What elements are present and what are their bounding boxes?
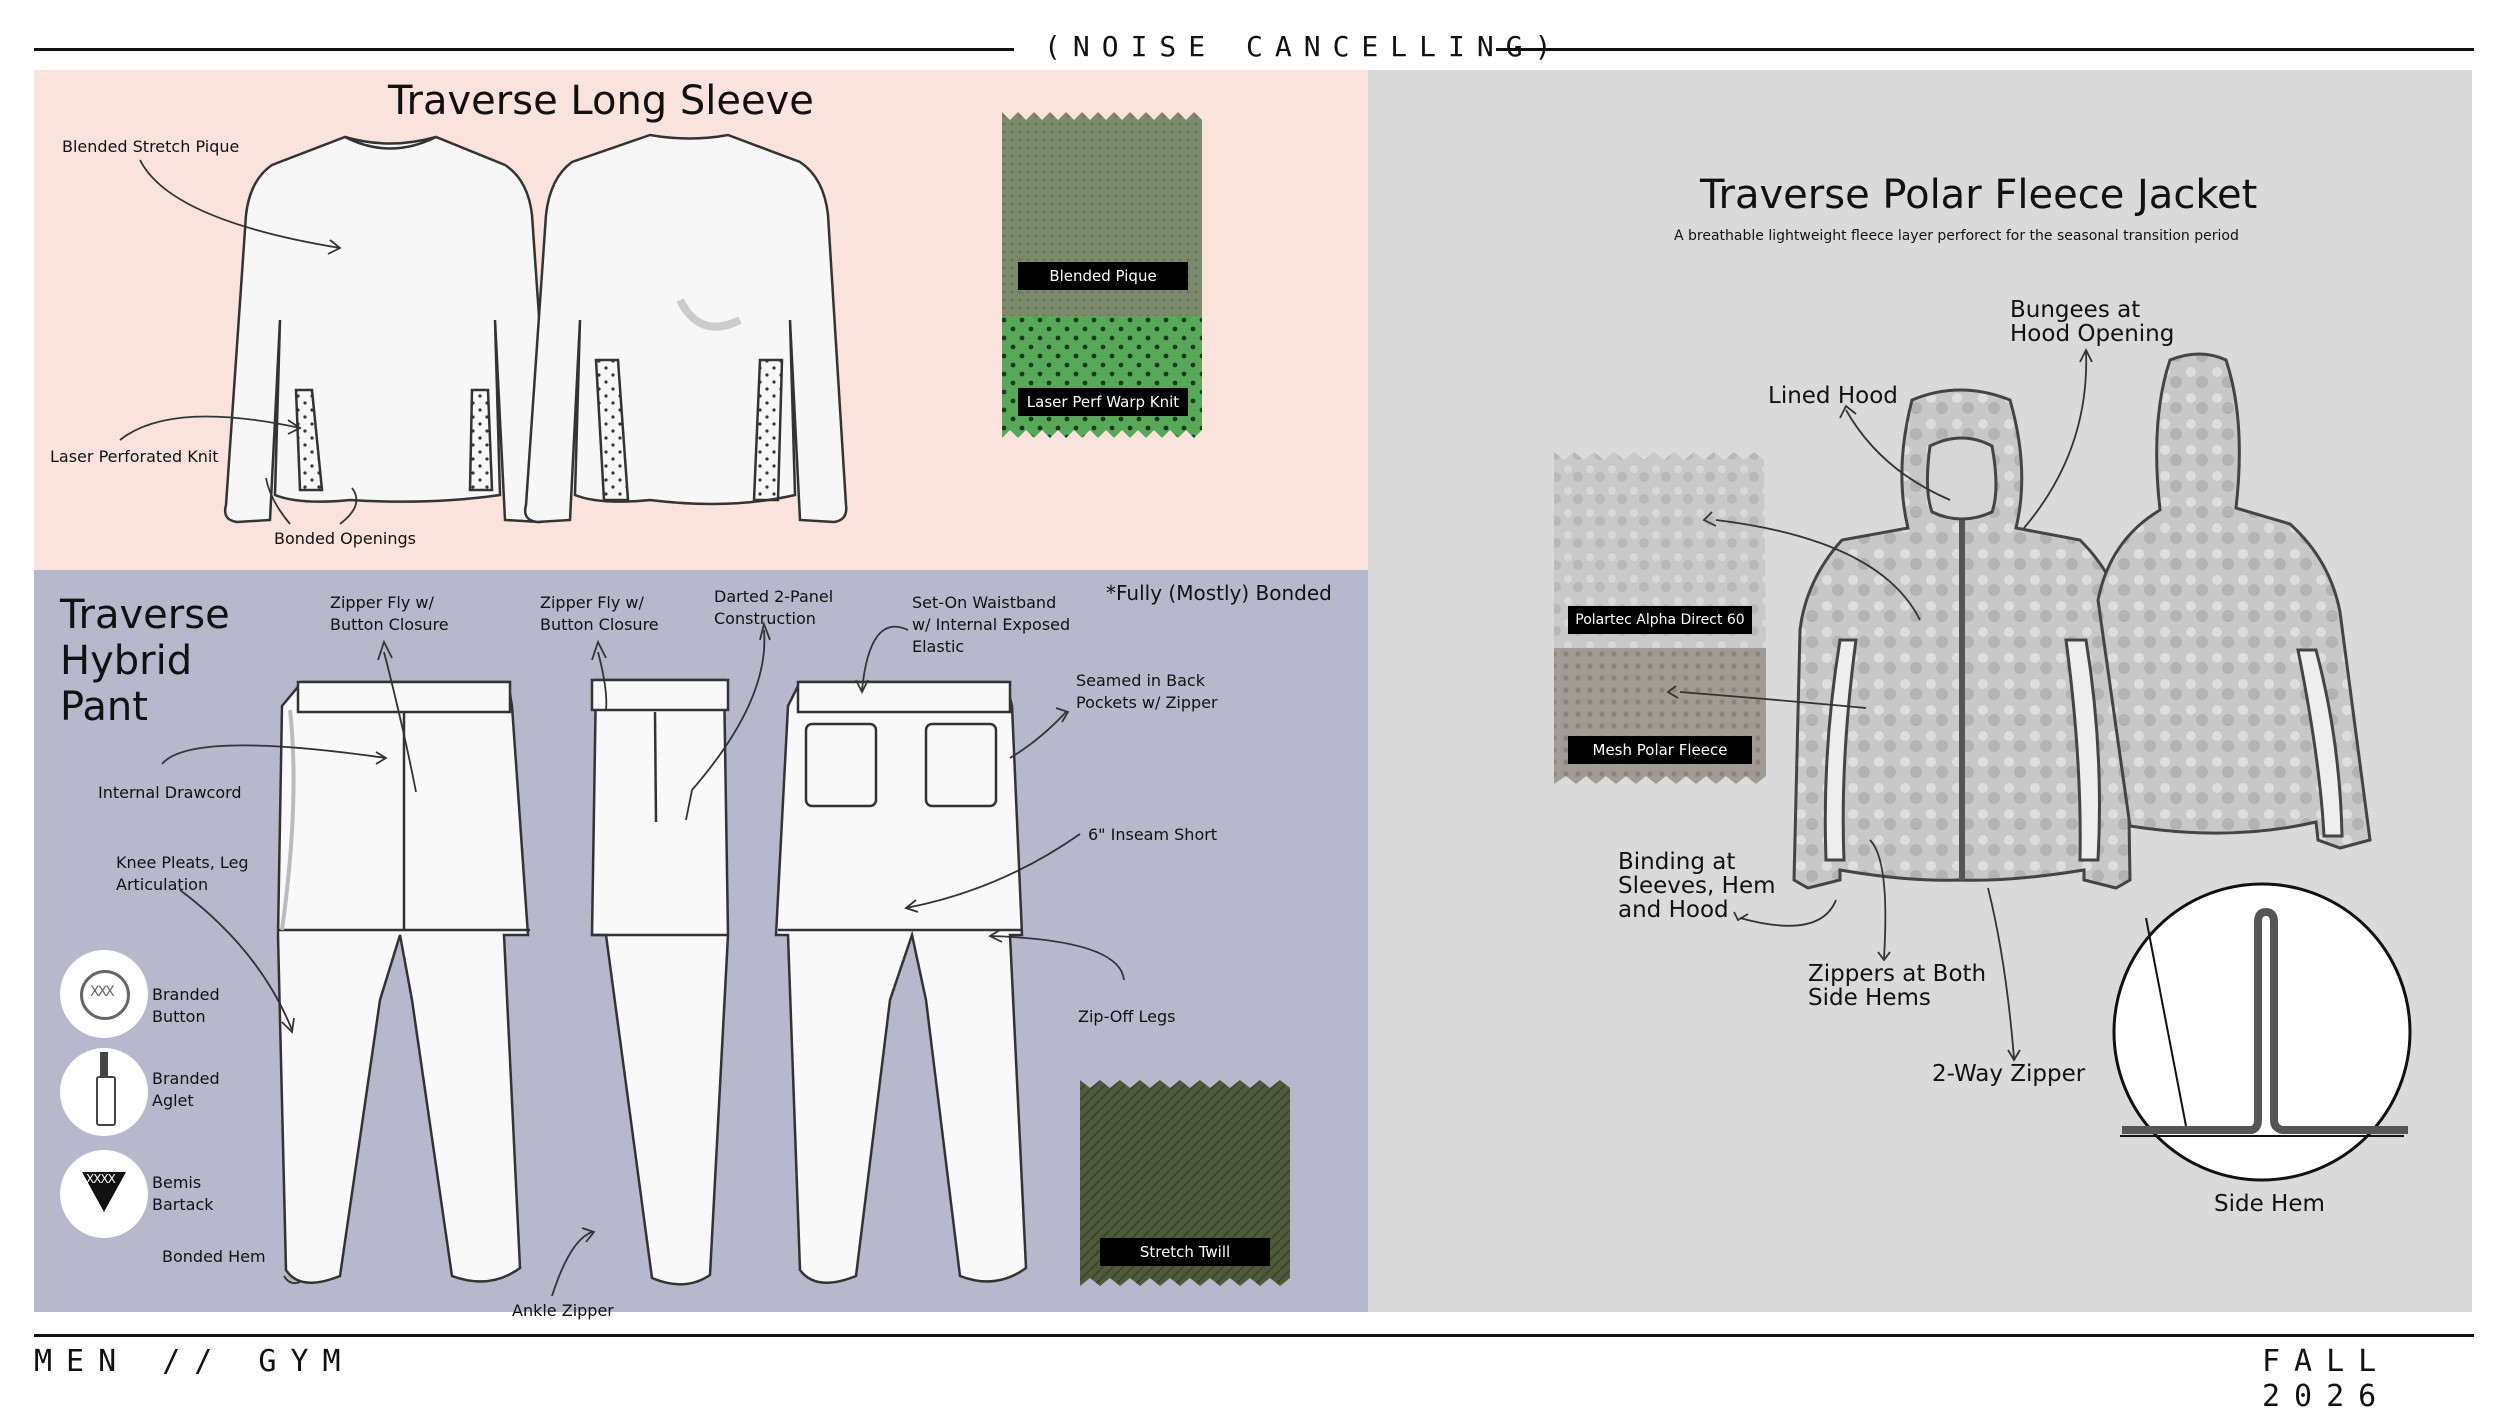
swatch-tag-polartec: Polartec Alpha Direct 60 (1568, 606, 1752, 634)
trim-label-aglet: Branded Aglet (152, 1069, 220, 1110)
side-hem-detail (2112, 882, 2412, 1182)
header-rule-right (1496, 48, 2474, 51)
pant-title-line3: Pant (60, 684, 148, 730)
callout-bonded-openings: Bonded Openings (274, 529, 416, 548)
callout-side-hem: Side Hem (2214, 1191, 2325, 1217)
jacket-back (2096, 352, 2372, 850)
branded-button-icon: XXX (60, 950, 148, 1038)
callout-internal-drawcord: Internal Drawcord (98, 783, 242, 802)
long-sleeve-title: Traverse Long Sleeve (388, 78, 814, 124)
callout-laser-knit: Laser Perforated Knit (50, 447, 219, 466)
swatch-tag-laser-perf: Laser Perf Warp Knit (1018, 388, 1188, 416)
swatch-laser-perf (1002, 316, 1202, 438)
callout-knee-pleats: Knee Pleats, Leg Articulation (116, 853, 249, 894)
callout-zippers-hems: Zippers at Both Side Hems (1808, 961, 1987, 1011)
callout-zip-off: Zip-Off Legs (1078, 1007, 1176, 1026)
long-sleeve-back (523, 133, 848, 524)
jacket-subtitle: A breathable lightweight fleece layer pe… (1674, 228, 2239, 244)
trim-label-bartack: Bemis Bartack (152, 1173, 214, 1214)
pant-title-line1: Traverse (60, 592, 230, 638)
callout-bonded-hem: Bonded Hem (162, 1247, 266, 1266)
callout-two-way-zipper: 2-Way Zipper (1932, 1061, 2086, 1087)
callout-bungees: Bungees at Hood Opening (2010, 297, 2175, 347)
jacket-title: Traverse Polar Fleece Jacket (1700, 172, 2258, 218)
header-rule-left (34, 48, 1014, 51)
callout-binding: Binding at Sleeves, Hem and Hood (1618, 849, 1776, 923)
callout-inseam-short: 6" Inseam Short (1088, 825, 1218, 844)
branded-aglet-icon (60, 1048, 148, 1136)
callout-ankle-zipper: Ankle Zipper (512, 1301, 614, 1320)
callout-stretch-pique: Blended Stretch Pique (62, 137, 240, 156)
callout-zipper-fly-1: Zipper Fly w/ Button Closure (330, 593, 449, 634)
footer-left: MEN // GYM (34, 1344, 355, 1379)
trim-label-button: Branded Button (152, 985, 220, 1026)
pant-note: *Fully (Mostly) Bonded (1106, 581, 1332, 605)
header-title: (NOISE CANCELLING) (1044, 30, 1564, 63)
callout-waistband: Set-On Waistband w/ Internal Exposed Ela… (912, 593, 1071, 656)
jacket-swatch-polartec (1554, 452, 1766, 648)
swatch-tag-stretch-twill: Stretch Twill (1100, 1238, 1270, 1266)
footer-right: FALL 2026 (2262, 1344, 2391, 1414)
long-sleeve-front (223, 135, 554, 524)
pant-back (774, 680, 1028, 1284)
bemis-bartack-icon: XXXX (60, 1150, 148, 1238)
pant-title-line2: Hybrid (60, 638, 193, 684)
jacket-front (1792, 388, 2132, 890)
swatch-stretch-twill (1080, 1080, 1290, 1286)
callout-zipper-fly-2: Zipper Fly w/ Button Closure (540, 593, 659, 634)
callout-seamed-pockets: Seamed in Back Pockets w/ Zipper (1076, 671, 1218, 712)
swatch-tag-blended-pique: Blended Pique (1018, 262, 1188, 290)
swatch-tag-mesh: Mesh Polar Fleece (1568, 736, 1752, 764)
footer-rule (34, 1334, 2474, 1337)
callout-lined-hood: Lined Hood (1768, 383, 1898, 409)
pant-front (276, 680, 530, 1284)
pant-side (590, 678, 730, 1286)
callout-darted: Darted 2-Panel Construction (714, 587, 834, 628)
